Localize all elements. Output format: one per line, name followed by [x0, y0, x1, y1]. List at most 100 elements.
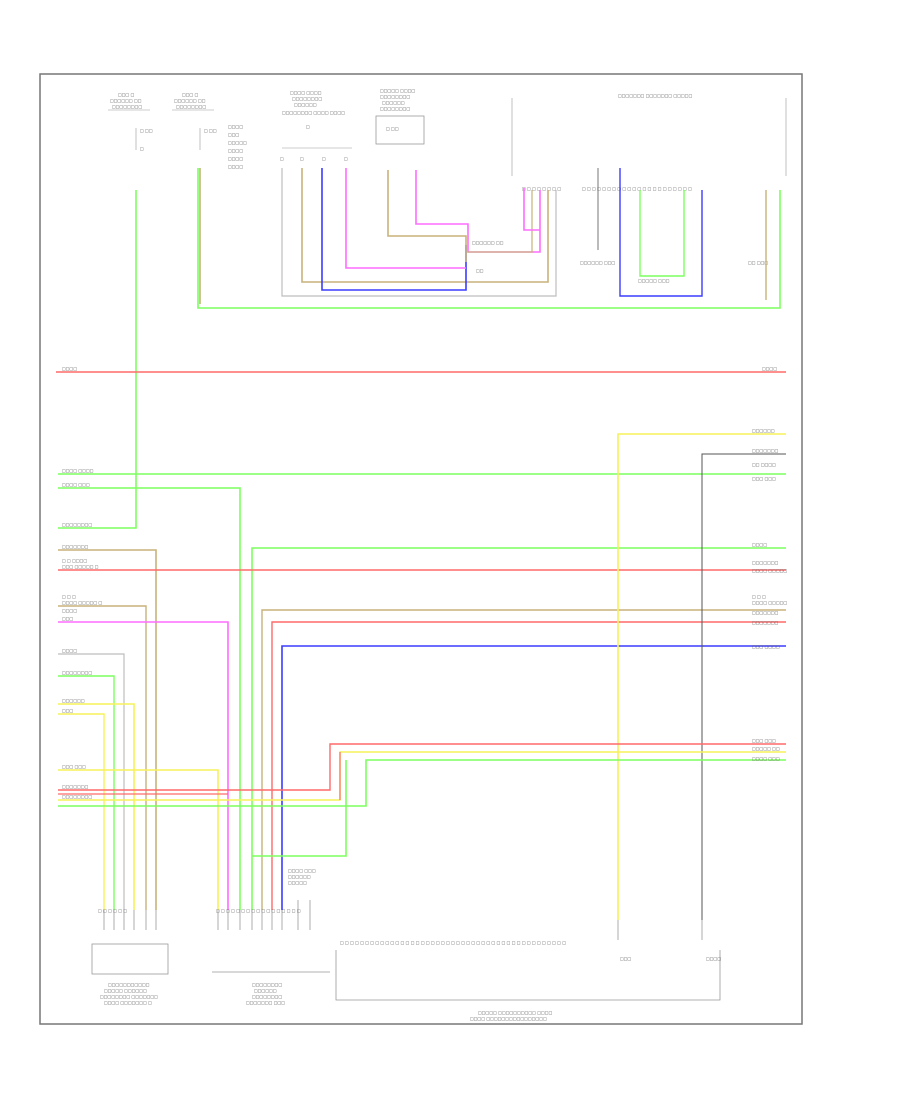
top-left-relay-2: □□□ □ □□□□□□ □□ □□□□□□□□ □ □□ □□□□ □□□ □… [172, 92, 247, 169]
splice-label-2: □□ [476, 268, 484, 273]
wire-blue-sensor [321, 168, 467, 291]
wire-pink-module-2 [523, 188, 540, 231]
wire-green-cross-3 [58, 759, 786, 807]
wire-pink-h-7 [58, 621, 229, 910]
svg-text:□□□: □□□ [228, 132, 240, 137]
bottom-left-module: □ □ □ □ □ □ □□□□□□□□□□□ □□□□□ □□□□□□ □□□… [91, 908, 169, 1005]
right-group-left-label: □□□□□□ □□□ [580, 260, 616, 265]
svg-text:□□□□ □□□: □□□□ □□□ [752, 756, 780, 761]
right-wire-labels: □□□□□□ □□□□□□□ □□ □□□□ □□□ □□□ □□□□ □□□□… [752, 428, 788, 761]
svg-text:□ □ □ □ □ □ □ □ □ □ □ □ □ □ □: □ □ □ □ □ □ □ □ □ □ □ □ □ □ □ □ □ □ □ □ … [582, 186, 692, 191]
svg-text:□□□□□□□□□□□: □□□□□□□□□□□ [108, 982, 150, 987]
wire-tan-h-8 [261, 609, 786, 910]
svg-text:□: □ [140, 146, 144, 151]
svg-text:□□ □□□□: □□ □□□□ [752, 462, 776, 467]
svg-text:□□□□□□□□: □□□□□□□□ [62, 522, 92, 527]
svg-text:□□□□□□□□: □□□□□□□□ [62, 670, 92, 675]
svg-text:□□□□: □□□□ [228, 164, 243, 169]
svg-text:□□□ □: □□□ □ [118, 92, 135, 97]
svg-text:□□□□□□: □□□□□□ [254, 988, 277, 993]
svg-text:□: □ [300, 156, 304, 161]
wire-green-h-12 [58, 675, 115, 910]
wire-tan-module [387, 170, 467, 262]
svg-text:□□□□□□□□: □□□□□□□□ [252, 982, 282, 987]
svg-text:□□□□ □□□: □□□□ □□□ [288, 868, 316, 873]
wire-pink-module [415, 170, 541, 253]
svg-text:□□□□□□□: □□□□□□□ [752, 620, 779, 625]
wire-green-right-group [639, 190, 685, 277]
wire-yellow-v-right [617, 433, 786, 920]
wire-gray-h-11 [58, 653, 125, 910]
svg-text:□□□□□□□: □□□□□□□ [752, 448, 779, 453]
svg-text:□: □ [306, 124, 310, 129]
svg-text:□□□: □□□ [62, 616, 74, 621]
svg-text:□□□□ □□□□□□□ □: □□□□ □□□□□□□ □ [104, 1000, 152, 1005]
svg-text:□ □ □ □ □ □ □ □ □ □ □ □ □ □ □: □ □ □ □ □ □ □ □ □ □ □ □ □ □ □ □ □ □ □ □ … [340, 940, 566, 945]
top-left-relay-1: □□□ □ □□□□□□ □□ □□□□□□□□ □ □□ □ [108, 92, 153, 151]
wire-green-h-2 [58, 487, 241, 910]
wire-yellow-h-13 [58, 703, 135, 910]
svg-text:□□□□□□□: □□□□□□□ [62, 544, 89, 549]
wire-green-relay-2 [197, 168, 781, 309]
svg-text:□□□□: □□□□ [62, 608, 77, 613]
svg-text:□□□□□ □□□□□□□□□□ □□□□: □□□□□ □□□□□□□□□□ □□□□ [478, 1010, 553, 1015]
bottom-center-module: □□□□ □□□ □□□□□□ □□□□□ □ □ □ □ □ □ □ □ □ … [212, 868, 330, 1005]
svg-text:□□□ □□□: □□□ □□□ [752, 738, 776, 743]
svg-text:□□□□: □□□□ [228, 148, 243, 153]
svg-text:□□□□□□: □□□□□□ [62, 698, 85, 703]
svg-text:□ □ □: □ □ □ [752, 594, 766, 599]
left-wire-labels: □□□□ □□□□ □□□□ □□□ □□□□□□□□ □□□□□□□ □ □ … [62, 468, 103, 799]
svg-text:□□□□□ □□□□□□: □□□□□ □□□□□□ [104, 988, 147, 993]
svg-text:□□□□□□: □□□□□□ [752, 428, 775, 433]
svg-text:□□□□ □□□□: □□□□ □□□□ [290, 90, 322, 95]
wire-red-cross-1 [58, 743, 786, 791]
svg-text:□□□□□: □□□□□ [228, 140, 247, 145]
bus-label-right: □□□□ [762, 366, 777, 371]
svg-text:□□□□ □□□□□: □□□□ □□□□□ [752, 600, 788, 605]
svg-text:□□□□: □□□□ [228, 156, 243, 161]
svg-text:□□□□□□□: □□□□□□□ [752, 610, 779, 615]
wire-tan-module-2 [468, 190, 533, 253]
svg-text:□□□□□□□: □□□□□□□ [62, 784, 89, 789]
svg-text:□□□□□□□□: □□□□□□□□ [252, 994, 282, 999]
svg-text:□ □ □: □ □ □ [62, 594, 76, 599]
wire-dark-v-right [701, 453, 786, 920]
right-group-right-label: □□ □□□ [748, 260, 768, 265]
wire-yellow-h-14 [58, 713, 105, 910]
svg-text:□□□□□□□□: □□□□□□□□ [380, 106, 410, 111]
top-center-sensor: □□□□ □□□□ □□□□□□□□ □□□□□□ □□□□□□□□ □□□□ … [280, 90, 352, 161]
wire-tan-sensor [301, 168, 549, 283]
diagram-frame [39, 73, 803, 1025]
svg-text:□□□□□□□ □□□: □□□□□□□ □□□ [246, 1000, 285, 1005]
wire-blue-right-group [619, 168, 703, 297]
svg-text:□: □ [344, 156, 348, 161]
wire-gray-sensor [281, 168, 557, 297]
svg-text:□□□□□□: □□□□□□ [288, 874, 311, 879]
svg-text:□□□□□□□□ □□□□ □□□□: □□□□□□□□ □□□□ □□□□ [282, 110, 345, 115]
svg-text:□□□□: □□□□ [706, 956, 721, 961]
svg-text:□□□□□□□: □□□□□□□ [752, 560, 779, 565]
svg-text:□□□ □□□: □□□ □□□ [752, 476, 776, 481]
svg-text:□□□ □□□□□ □: □□□ □□□□□ □ [62, 564, 99, 569]
right-group-ground-label: □□□□□ □□□ [638, 278, 670, 283]
svg-text:□□□ □: □□□ □ [182, 92, 199, 97]
svg-text:□□□□ □□□□□□□□□□□□□□□□: □□□□ □□□□□□□□□□□□□□□□ [470, 1016, 547, 1021]
svg-text:□ □ □ □ □ □ □ □: □ □ □ □ □ □ □ □ [522, 186, 561, 191]
bus-label-left: □□□□ [62, 366, 77, 371]
bottom-connector-pins [103, 900, 703, 940]
svg-text:□□□ □□□□: □□□ □□□□ [752, 644, 780, 649]
svg-text:□□□: □□□ [62, 708, 74, 713]
svg-text:□□□□□□□□ □□□□□□□: □□□□□□□□ □□□□□□□ [100, 994, 158, 999]
svg-text:□□□□□□□□: □□□□□□□□ [380, 94, 410, 99]
svg-text:□□□□ □□□: □□□□ □□□ [62, 482, 90, 487]
svg-text:□ □ □□□□: □ □ □□□□ [62, 558, 87, 563]
svg-text:□: □ [322, 156, 326, 161]
svg-text:□□□□□ □□: □□□□□ □□ [752, 746, 780, 751]
svg-text:□□□□□□□□: □□□□□□□□ [62, 794, 92, 799]
splice-label: □□□□□□ □□ [472, 240, 504, 245]
wire-yellow-h-15 [58, 769, 219, 910]
svg-text:□ □ □ □ □ □ □ □ □ □ □ □ □ □ □: □ □ □ □ □ □ □ □ □ □ □ □ □ □ □ □ □ [216, 908, 301, 913]
svg-text:□□□□□□□□: □□□□□□□□ [112, 104, 142, 109]
